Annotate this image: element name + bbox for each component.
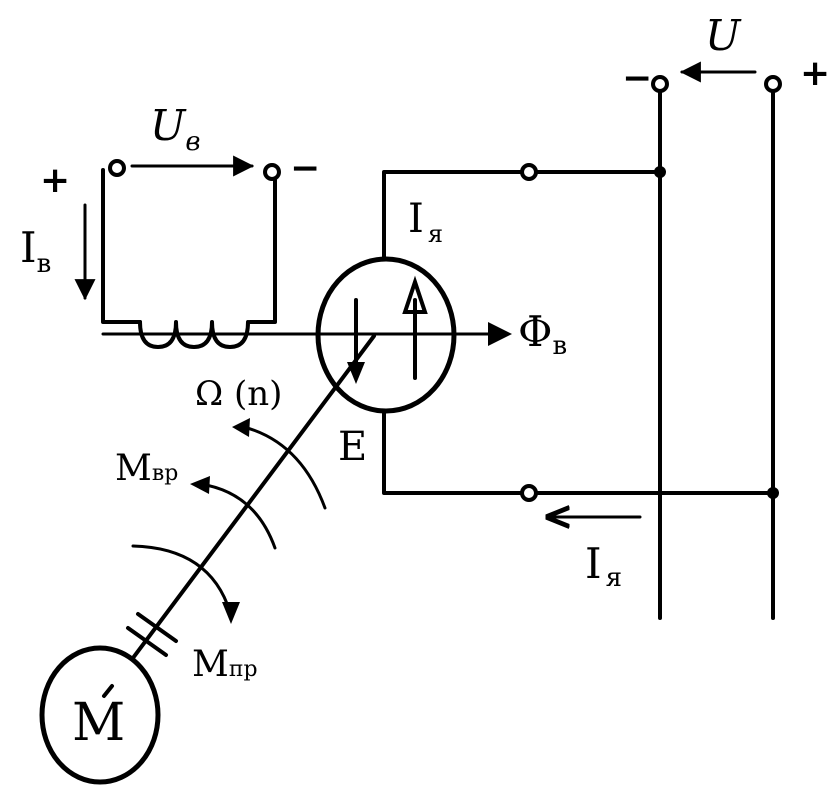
field-circuit: Uв + − Iв bbox=[20, 101, 320, 349]
supply-negative-terminal bbox=[651, 75, 669, 93]
junction-dot-top bbox=[654, 166, 666, 178]
prime-mover-label: M bbox=[72, 693, 125, 753]
prime-mover-circle bbox=[39, 645, 161, 785]
coupling-bar-1 bbox=[126, 626, 168, 657]
supply-bus: U − + bbox=[622, 11, 830, 620]
armature-top-terminal bbox=[520, 163, 538, 181]
junction-dot-bottom bbox=[767, 487, 779, 499]
shaft-and-motor: Ω (n) Mвр Mпр M bbox=[39, 334, 376, 785]
flux-arrowhead bbox=[488, 322, 512, 346]
armature-bottom-terminal bbox=[520, 484, 538, 502]
torque-drive-arrowhead bbox=[222, 602, 240, 624]
field-plus-sign: + bbox=[40, 160, 70, 201]
supply-positive-terminal bbox=[764, 75, 782, 93]
speed-arc bbox=[238, 424, 327, 510]
torque-em-label: Mвр bbox=[115, 448, 178, 489]
shaft-to-motor bbox=[102, 684, 114, 698]
speed-arc-arrowhead bbox=[232, 418, 250, 437]
torque-em-arrowhead bbox=[190, 476, 210, 494]
emf-label: E bbox=[338, 424, 367, 470]
supply-minus-sign: − bbox=[622, 58, 652, 99]
coupling-bar-2 bbox=[136, 612, 178, 643]
flux-label: Φв bbox=[518, 307, 567, 361]
field-coil bbox=[138, 320, 250, 349]
supply-plus-sign: + bbox=[800, 53, 830, 94]
armature-bottom-wire bbox=[382, 409, 523, 495]
field-positive-terminal bbox=[108, 159, 126, 177]
field-minus-sign: − bbox=[290, 148, 320, 189]
speed-label: Ω (n) bbox=[195, 374, 282, 414]
field-left-wire bbox=[101, 168, 142, 324]
armature-current-arrowhead bbox=[402, 275, 428, 314]
supply-voltage-label: U bbox=[705, 11, 742, 60]
torque-em-arc bbox=[198, 482, 277, 550]
field-voltage-label: Uв bbox=[150, 101, 201, 157]
torque-drive-label: Mпр bbox=[192, 644, 258, 685]
field-right-wire bbox=[248, 178, 277, 324]
armature-top-wire bbox=[382, 170, 523, 261]
torque-drive-arc bbox=[131, 544, 232, 614]
flux-axis: Φв bbox=[101, 307, 567, 361]
field-current-label: Iв bbox=[20, 223, 51, 279]
field-negative-terminal bbox=[263, 163, 281, 181]
